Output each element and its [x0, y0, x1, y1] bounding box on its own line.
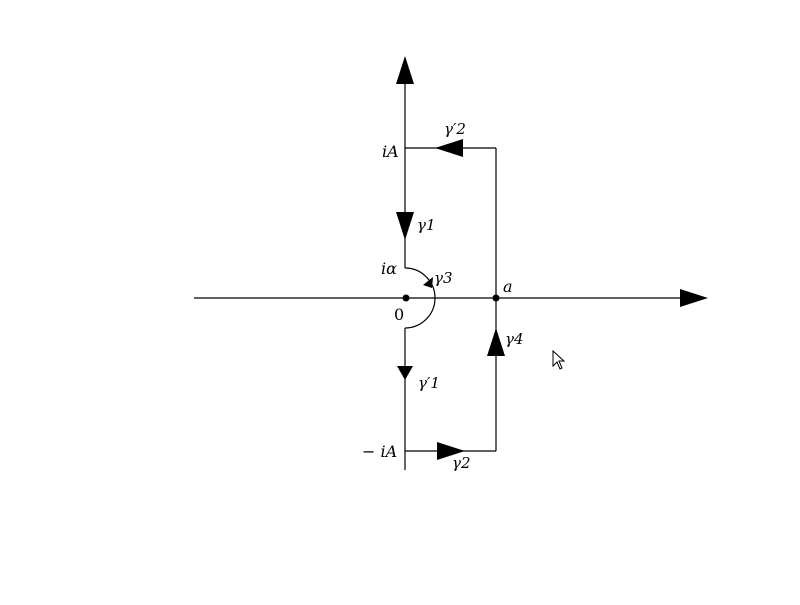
- origin-label: 0: [394, 305, 404, 324]
- gamma1-prime-arrow: [397, 366, 413, 380]
- gamma1-label: γ1: [417, 216, 436, 234]
- mouse-pointer-icon: [552, 349, 566, 370]
- contour-segments: [404, 147, 497, 452]
- gamma2-prime-arrow: [435, 139, 463, 157]
- gamma1-arrow: [396, 212, 414, 240]
- iA-label: iA: [382, 142, 399, 161]
- gamma1-prime-label: γ′1: [418, 374, 440, 392]
- a-label: a: [503, 277, 513, 296]
- gamma2-arrow: [437, 442, 465, 460]
- gamma4-arrow: [487, 328, 505, 356]
- point-a: [492, 294, 500, 302]
- minus-iA-label: − iA: [362, 442, 397, 461]
- gamma3-arrow: [423, 277, 433, 288]
- gamma3-label: γ3: [434, 269, 453, 287]
- imaginary-axis-arrowhead: [396, 56, 414, 84]
- origin-point: [402, 294, 410, 302]
- gamma2-prime-label: γ′2: [444, 120, 466, 138]
- small-semicircle-indent: [404, 267, 436, 329]
- gamma2-label: γ2: [452, 454, 471, 472]
- i-alpha-label: iα: [381, 259, 397, 278]
- real-axis-arrowhead: [680, 289, 708, 307]
- gamma4-label: γ4: [505, 330, 524, 348]
